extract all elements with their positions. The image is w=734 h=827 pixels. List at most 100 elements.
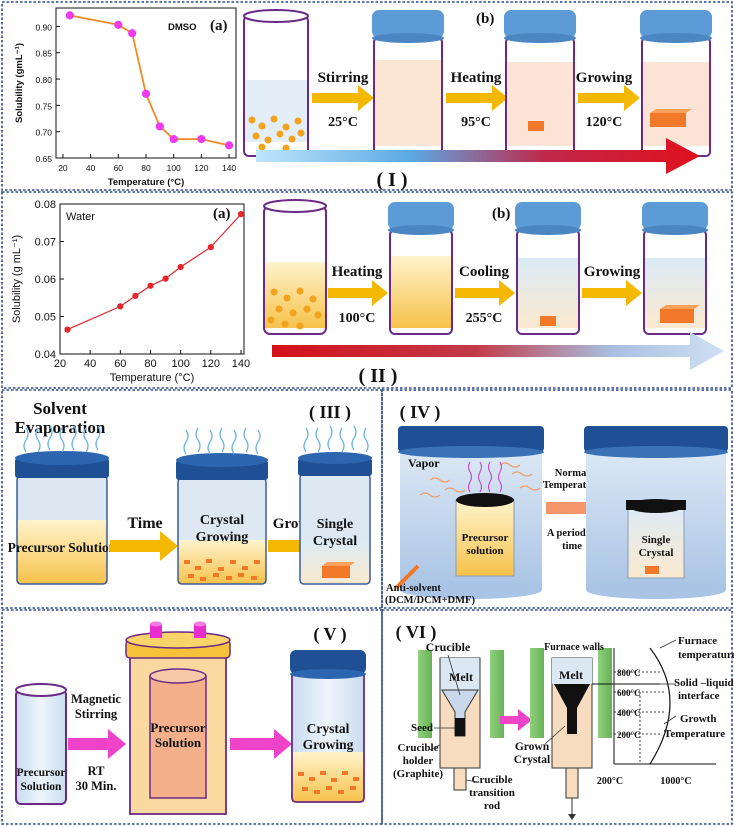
antisolvent-pointer xyxy=(394,564,420,590)
reactor-V: Precursor Solution xyxy=(125,621,231,815)
data-point xyxy=(162,275,169,282)
panel-VI-border xyxy=(381,609,733,825)
panel-IV: ( IV ) Vapor Precursor solution Anti-sol… xyxy=(385,402,728,606)
x-tick-label: 20 xyxy=(54,358,66,370)
jar-V-1-line2: Solution xyxy=(21,781,63,793)
y-tick-label: 0.65 xyxy=(35,154,52,164)
rod-line2: transition xyxy=(469,787,515,799)
data-point xyxy=(177,263,184,271)
antisolvent-line2: (DCM/DCM+DMF) xyxy=(385,595,475,606)
arrow-II-growing: Growing xyxy=(582,264,642,306)
vapor-lines-III-2 xyxy=(183,427,261,455)
data-point xyxy=(224,141,234,150)
solvent-evaporation-line2: Evaporation xyxy=(15,418,106,437)
chart-legend-text: DMSO xyxy=(168,22,197,33)
y-axis-label: Solubility (g mL⁻¹) xyxy=(11,235,23,323)
panel-VI-roman: ( VI ) xyxy=(396,622,437,643)
panel-VI: ( VI ) Melt Crucible Seed Crucible holde… xyxy=(393,622,734,820)
arrow-V-2 xyxy=(230,729,292,759)
vial-IV-2: Single Crystal xyxy=(584,426,728,599)
vapor-label: Vapor xyxy=(408,456,440,470)
step-II-2-temp: 255°C xyxy=(466,311,503,326)
crucible-label: Crucible xyxy=(426,640,471,654)
arrow-IV-bottom1: A period of xyxy=(547,528,598,539)
jar-III-1: Precursor Solution xyxy=(8,425,117,585)
melt-left-label: Melt xyxy=(449,670,473,684)
data-point xyxy=(128,29,137,38)
arrow-I-growing: Growing 120°C xyxy=(576,70,640,130)
grown-line1: Grown xyxy=(515,741,550,753)
y-tick-label: 0.08 xyxy=(35,199,56,211)
arrow-IV-top1: Normal xyxy=(555,468,589,479)
y-tick-label: 0.85 xyxy=(35,49,52,59)
gradient-arrow-I xyxy=(256,138,700,174)
axis-1000-label: 1000°C xyxy=(660,776,691,787)
data-point xyxy=(114,20,123,29)
data-point xyxy=(65,11,74,20)
x-tick-label: 40 xyxy=(86,163,96,173)
step-I-3-temp: 120°C xyxy=(586,115,623,130)
t200-label: 200°C xyxy=(617,730,641,740)
step-I-1-temp: 25°C xyxy=(328,115,358,130)
antisolvent-line1: Anti-solvent xyxy=(386,583,441,594)
panel-I-scheme-tag: (b) xyxy=(476,11,494,27)
data-point xyxy=(141,89,151,98)
arrow-V-line3: RT xyxy=(88,764,106,778)
x-tick-label: 60 xyxy=(114,358,126,370)
data-point xyxy=(207,244,214,251)
axis-200-label: 200°C xyxy=(597,776,623,787)
jar-V-1-line1: Precursor xyxy=(17,767,66,779)
panel-II-plot-tag: (a) xyxy=(213,206,231,222)
x-tick-label: 80 xyxy=(141,163,151,173)
jar-III-3-line2: Crystal xyxy=(313,534,357,549)
y-tick-label: 0.70 xyxy=(35,128,52,138)
jar-III-1-text: Precursor Solution xyxy=(8,540,117,555)
arrow-IV-bottom2: time xyxy=(562,541,582,552)
arrow-II-cooling: Cooling 255°C xyxy=(455,264,515,326)
x-tick-label: 120 xyxy=(202,358,220,370)
temperature-profile: 800°C 600°C 400°C 200°C 200°C 1000°C Fur… xyxy=(592,635,734,787)
data-point xyxy=(147,282,154,289)
beaker-II-1 xyxy=(263,199,327,335)
vial-IV-1: Vapor Precursor solution xyxy=(398,426,544,599)
panel-I-border xyxy=(1,1,733,191)
growth-line2: Temperature xyxy=(664,728,725,740)
x-tick-label: 20 xyxy=(58,163,68,173)
solvent-evaporation-line1: Solvent xyxy=(33,399,87,418)
t800-label: 800°C xyxy=(617,668,641,678)
small-crystals-III xyxy=(184,559,260,581)
seed-label: Seed xyxy=(411,722,433,734)
jar-V-3: Crystal Growing xyxy=(290,650,366,803)
x-tick-label: 60 xyxy=(114,163,124,173)
data-point xyxy=(64,326,71,333)
vapor-purple-lines xyxy=(467,461,503,493)
panel-III-roman: ( III ) xyxy=(309,402,351,423)
y-tick-label: 0.80 xyxy=(35,75,52,85)
plot-frame xyxy=(55,7,237,159)
panel-V-border xyxy=(1,609,383,825)
beaker-I-2 xyxy=(372,10,444,157)
step-II-2-label: Cooling xyxy=(459,264,510,280)
data-point xyxy=(117,303,124,310)
y-tick-label: 0.04 xyxy=(35,349,56,361)
t600-label: 600°C xyxy=(617,688,641,698)
step-I-2-label: Heating xyxy=(451,70,502,86)
jar-III-2-line2: Growing xyxy=(196,530,249,545)
jar-III-2: Crystal Growing xyxy=(176,427,268,585)
data-point xyxy=(169,134,178,144)
data-point xyxy=(237,211,245,218)
panel-IV-border xyxy=(381,389,733,609)
single-IV-line2: Crystal xyxy=(639,547,674,559)
vapor-lines-III-1 xyxy=(23,425,101,453)
beaker-II-4 xyxy=(642,202,708,335)
y-tick-label: 0.07 xyxy=(35,237,56,249)
panel-I-plot-tag: (a) xyxy=(210,18,228,34)
interface-line2: interface xyxy=(678,690,720,702)
particles-I xyxy=(248,115,305,152)
beaker-I-1 xyxy=(243,9,309,157)
step-I-2-temp: 95°C xyxy=(461,115,491,130)
beaker-I-3 xyxy=(504,10,576,157)
